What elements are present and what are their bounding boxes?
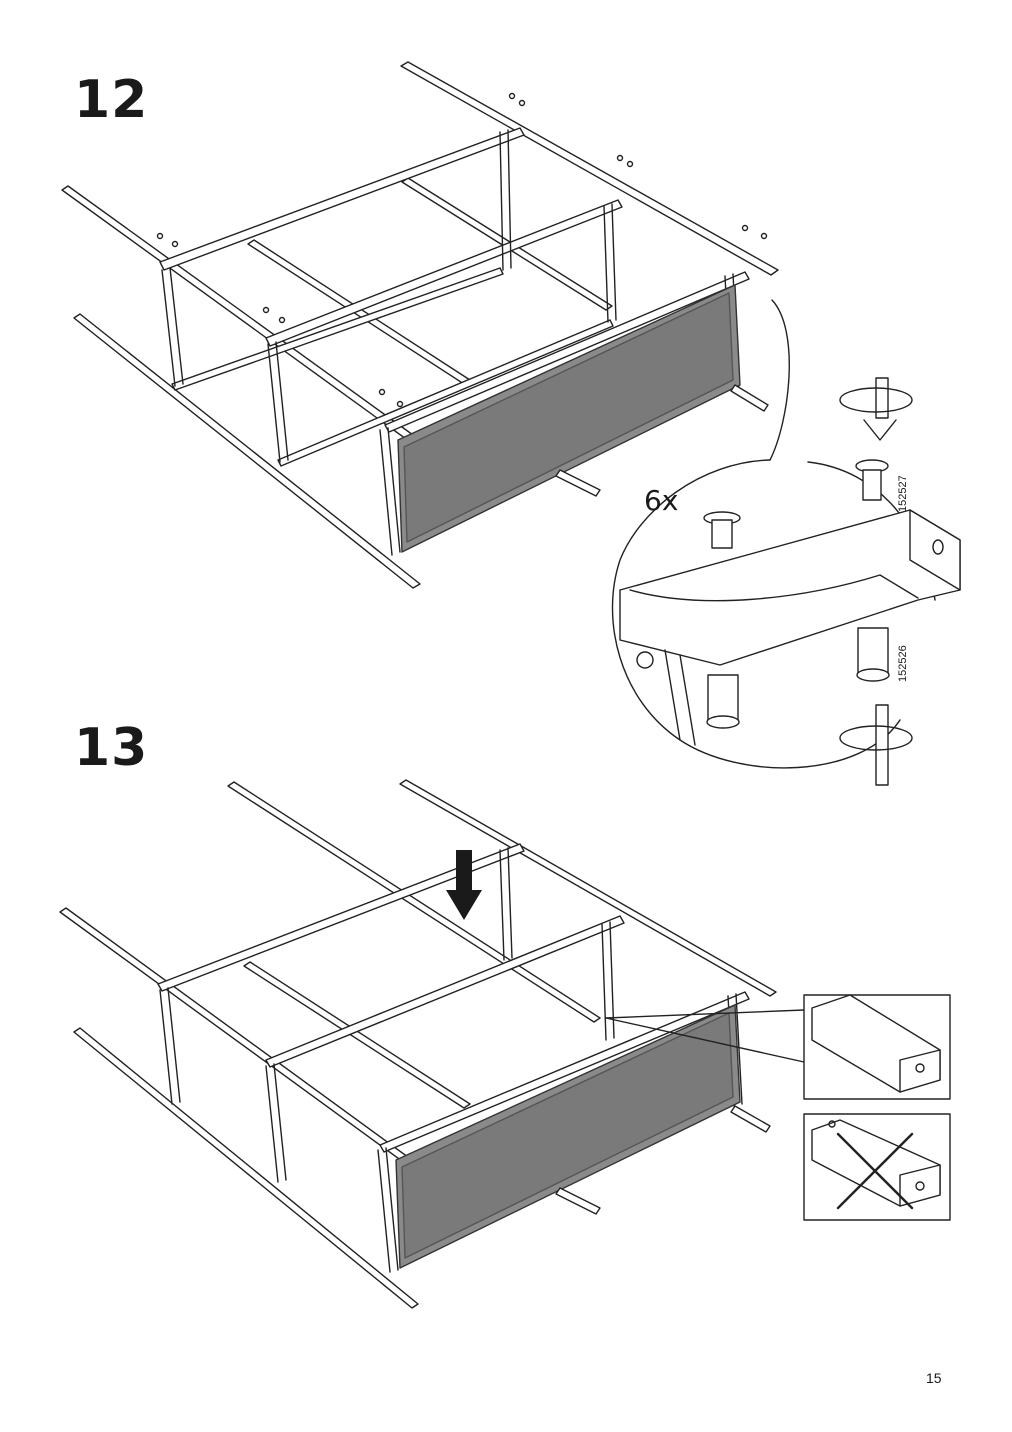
part-number-top: 152527 <box>897 475 909 512</box>
step12-frame <box>61 61 790 589</box>
quantity-label: 6x <box>644 484 678 517</box>
inset-incorrect <box>803 1113 951 1221</box>
inset-correct <box>803 994 951 1100</box>
step13-frame <box>59 779 805 1309</box>
step-number-12: 12 <box>74 70 149 130</box>
down-arrow-icon <box>446 850 482 920</box>
part-number-bottom: 152526 <box>897 645 909 682</box>
step-number-13: 13 <box>74 718 149 778</box>
detail-callout: 6x 152527 152526 <box>611 377 961 786</box>
page-number: 15 <box>926 1370 942 1386</box>
